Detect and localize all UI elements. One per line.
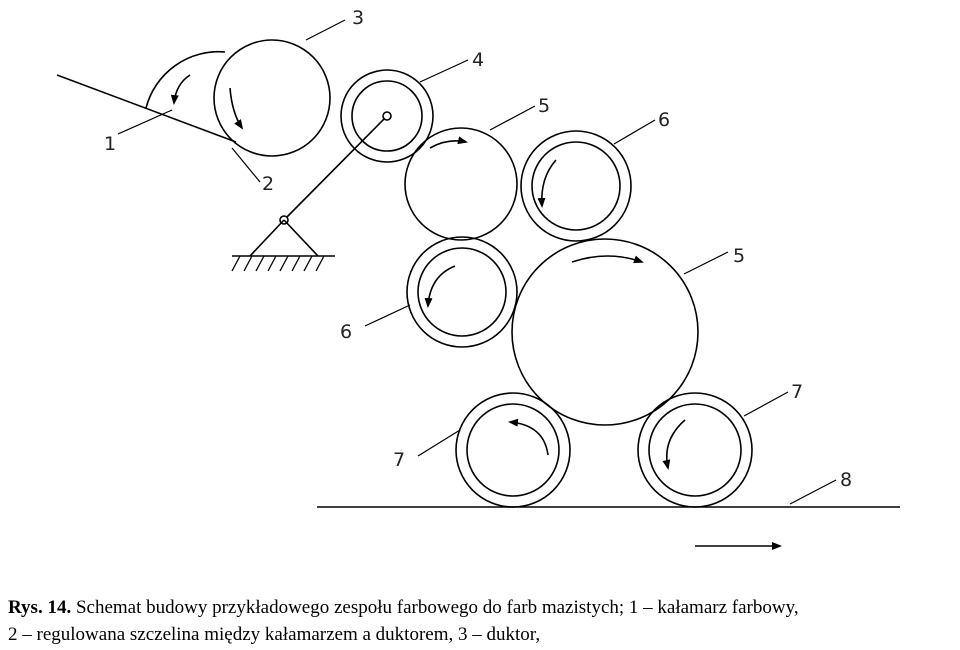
figure-caption: Rys. 14. Schemat budowy przykładowego ze… xyxy=(8,594,958,648)
inking-unit-diagram: 1 2 3 4 5 6 5 6 7 7 8 xyxy=(56,7,900,550)
label-3: 3 xyxy=(352,7,364,29)
label-4: 4 xyxy=(472,49,484,71)
support-right-leg xyxy=(283,219,319,257)
form-roller-right-inner xyxy=(648,403,742,497)
distributor-drum xyxy=(511,238,699,426)
vibrator-roller-outer xyxy=(340,69,434,163)
leader-lines xyxy=(117,19,837,505)
rider-upper-arrow xyxy=(537,159,557,208)
label-7-left: 7 xyxy=(393,449,405,471)
form-roller-left-inner xyxy=(466,403,560,497)
ductor-rotation-arrow xyxy=(229,87,244,130)
fountain-rotation-arrow xyxy=(170,74,191,105)
distributor-drum-arrow xyxy=(571,255,644,264)
distributor-top-arrow xyxy=(429,136,468,149)
caption-text-2: 2 – regulowana szczelina między kałamarz… xyxy=(8,624,541,645)
ground-hatch xyxy=(231,255,325,272)
label-2: 2 xyxy=(262,173,274,195)
label-6-left: 6 xyxy=(340,321,352,343)
rider-roller-left-inner xyxy=(417,247,507,337)
label-6-top: 6 xyxy=(658,109,670,131)
rider-roller-upper-inner xyxy=(531,141,621,231)
vibrator-roller-inner xyxy=(351,80,423,152)
ink-fountain-blade xyxy=(56,74,237,143)
lever-pivot xyxy=(382,111,392,121)
rider-left-arrow xyxy=(424,265,456,308)
label-5-drum: 5 xyxy=(733,245,745,267)
ductor-roller xyxy=(213,39,331,157)
label-1: 1 xyxy=(104,133,116,155)
form-left-arrow xyxy=(508,418,549,456)
form-roller-left-outer xyxy=(455,392,571,508)
caption-text-1: Schemat budowy przykładowego zespołu far… xyxy=(75,597,799,618)
rider-roller-upper-outer xyxy=(520,130,632,242)
form-roller-right-outer xyxy=(637,392,753,508)
vibrator-lever xyxy=(283,115,388,221)
label-8: 8 xyxy=(840,469,852,491)
label-7-right: 7 xyxy=(791,381,803,403)
caption-line-1: Rys. 14. Schemat budowy przykładowego ze… xyxy=(8,594,958,621)
support-left-leg xyxy=(249,219,285,257)
form-right-arrow xyxy=(662,419,686,470)
ink-fountain-arc xyxy=(145,50,226,109)
caption-line-2: 2 – regulowana szczelina między kałamarz… xyxy=(8,621,958,648)
caption-label: Rys. 14. xyxy=(8,597,72,618)
label-5-top: 5 xyxy=(538,95,550,117)
rider-roller-left-outer xyxy=(406,236,518,348)
distributor-roller-top xyxy=(404,127,518,241)
